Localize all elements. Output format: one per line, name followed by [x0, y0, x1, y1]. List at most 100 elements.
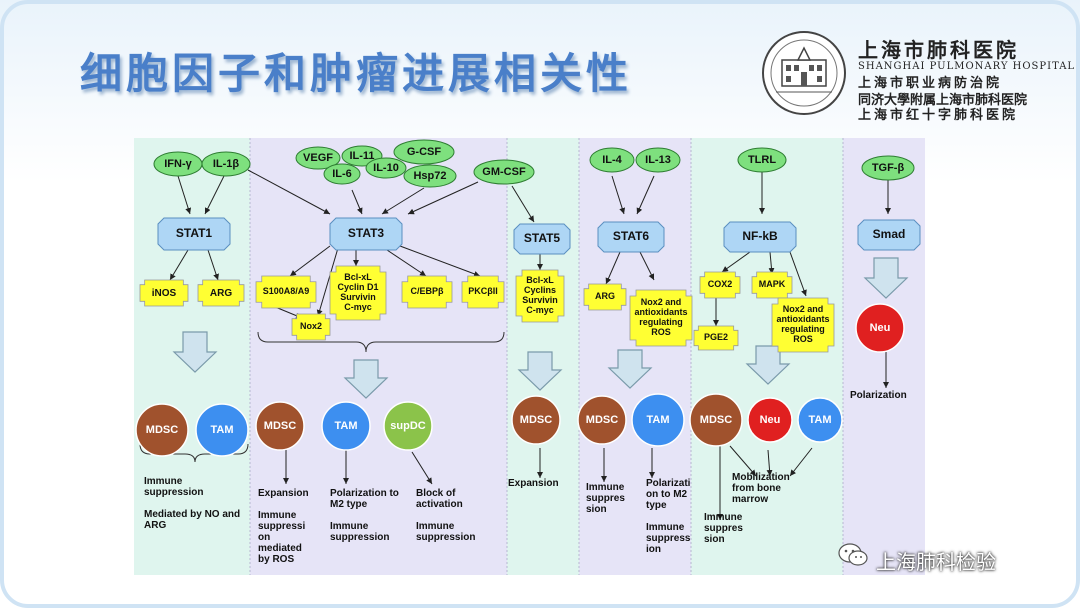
cytokine-gmcsf: GM-CSF — [473, 159, 535, 185]
cell-label-tamnf: TAM — [808, 414, 831, 426]
hospital-line-4: 上海市红十字肺科医院 — [858, 108, 1019, 123]
cell-label-mdsc1: MDSC — [146, 424, 178, 436]
cell-label-mdsc3: MDSC — [264, 420, 296, 432]
panel-stat3 — [250, 138, 507, 575]
hospital-line-3: 同济大學附属上海市肺科医院 — [858, 93, 1028, 108]
cytokine-il1b: IL-1β — [201, 151, 251, 177]
cell-mdsc6: MDSC — [577, 395, 627, 445]
cytokine-label-vegf: VEGF — [303, 152, 333, 164]
cytokine-gcsf: G-CSF — [393, 139, 455, 165]
effector-s100: S100A8/A9 — [255, 275, 317, 309]
effector-label-cox2: COX2 — [708, 279, 733, 289]
cytokine-vegf: VEGF — [295, 146, 341, 170]
tf-label-stat1: STAT1 — [176, 226, 213, 240]
outcome-o5: Expansion — [508, 478, 559, 489]
effector-label-arg6: ARG — [595, 291, 615, 301]
cytokine-label-hsp72: Hsp72 — [413, 170, 446, 182]
cell-tam3: TAM — [321, 401, 371, 451]
cytokine-il4: IL-4 — [589, 147, 635, 173]
cell-tam6: TAM — [631, 393, 685, 447]
tf-label-stat6: STAT6 — [613, 229, 650, 243]
pathway-arrows — [169, 169, 891, 520]
tf-label-smad: Smad — [873, 227, 906, 241]
cell-label-mdscnf: MDSC — [700, 414, 732, 426]
effector-label-cebpb: C/EBPβ — [411, 286, 445, 296]
cell-mdscnf: MDSC — [689, 393, 743, 447]
brace-stat3 — [257, 331, 505, 353]
effector-mapk: MAPK — [751, 271, 793, 299]
cytokine-label-il6: IL-6 — [332, 168, 352, 180]
effector-nox2: Nox2 — [291, 313, 331, 341]
effector-label-mapk: MAPK — [759, 279, 786, 289]
cytokine-il13: IL-13 — [635, 147, 681, 173]
cytokine-label-il11: IL-11 — [349, 150, 374, 162]
cell-tam1: TAM — [195, 403, 249, 457]
tf-smad: Smad — [857, 219, 921, 251]
effector-pkcb: PKCβII — [461, 275, 505, 309]
cell-label-tam3: TAM — [334, 420, 357, 432]
cell-neunf: Neu — [747, 397, 793, 443]
cytokine-label-gmcsf: GM-CSF — [482, 166, 526, 178]
cell-label-mdsc5: MDSC — [520, 414, 552, 426]
cell-mdsc1: MDSC — [135, 403, 189, 457]
cell-tamnf: TAM — [797, 397, 843, 443]
cell-mdsc5: MDSC — [511, 395, 561, 445]
cell-label-supdc: supDC — [390, 420, 426, 432]
tf-label-stat5: STAT5 — [524, 231, 561, 245]
cell-label-tam6: TAM — [646, 414, 669, 426]
tf-label-nfkb: NF-kB — [742, 229, 778, 243]
effector-inos: iNOS — [139, 279, 189, 307]
cytokine-label-tgfb: TGF-β — [872, 162, 905, 174]
effector-label-nox2: Nox2 — [300, 321, 322, 331]
cell-label-neunf: Neu — [760, 414, 781, 426]
cytokine-label-ifng: IFN-γ — [164, 158, 192, 170]
hospital-name-en: SHANGHAI PULMONARY HOSPITAL — [858, 61, 1076, 72]
cell-label-mdsc6: MDSC — [586, 414, 618, 426]
cytokine-hsp72: Hsp72 — [403, 164, 457, 188]
hospital-name-cn: 上海市肺科医院 — [858, 38, 1019, 62]
cytokine-il10: IL-10 — [365, 157, 407, 179]
outcome-osmad: Polarization — [850, 390, 907, 401]
cell-label-neusmad: Neu — [870, 322, 891, 334]
tf-nfkb: NF-kB — [723, 221, 797, 253]
effector-arg1: ARG — [197, 279, 245, 307]
cell-label-tam1: TAM — [210, 424, 233, 436]
tf-stat6: STAT6 — [597, 221, 665, 253]
effector-label-pge2: PGE2 — [704, 332, 728, 342]
hollow-arrows — [172, 257, 909, 399]
effector-cox2: COX2 — [699, 271, 741, 299]
effector-label-pkcb: PKCβII — [468, 286, 498, 296]
cytokine-label-il13: IL-13 — [645, 154, 671, 166]
cytokine-label-il4: IL-4 — [602, 154, 622, 166]
hospital-logo — [762, 31, 846, 115]
tf-stat5: STAT5 — [513, 223, 571, 255]
cytokine-label-il1b: IL-1β — [213, 158, 240, 170]
watermark-text: 上海肺科检验 — [876, 550, 996, 574]
cytokine-ifng: IFN-γ — [153, 151, 203, 177]
tf-stat1: STAT1 — [157, 217, 231, 251]
cytokine-tlrl: TLRL — [737, 147, 787, 173]
brace-stat1 — [139, 443, 249, 463]
effector-arg6: ARG — [583, 283, 627, 311]
